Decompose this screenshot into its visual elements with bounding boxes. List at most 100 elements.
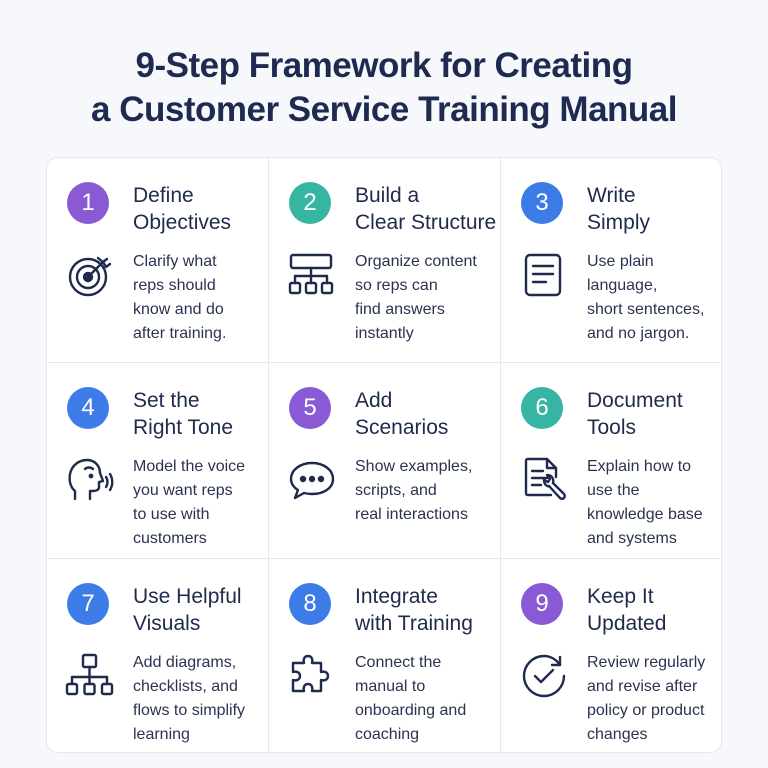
step-description-line: so reps can xyxy=(355,277,438,294)
step-description-line: customers xyxy=(133,530,207,547)
document-lines-icon xyxy=(519,250,569,300)
step-number-badge: 6 xyxy=(521,387,563,429)
step-description-line: Add diagrams, xyxy=(133,654,237,671)
step-number-badge: 3 xyxy=(521,182,563,224)
step-description-line: manual to xyxy=(355,678,426,695)
refresh-check-icon xyxy=(519,651,569,701)
step-title: Integrate with Training xyxy=(355,583,501,637)
step-description-line: Organize content xyxy=(355,253,477,270)
step-number-badge: 8 xyxy=(289,583,331,625)
chat-bubble-icon xyxy=(287,455,337,505)
step-description: Review regularly and revise after policy… xyxy=(587,651,721,747)
step-title-line: Updated xyxy=(587,612,667,635)
step-description: Show examples, scripts, and real interac… xyxy=(355,455,495,527)
step-title: Build a Clear Structure xyxy=(355,182,501,236)
step-description: Use plain language, short sentences, and… xyxy=(587,250,721,346)
step-card-2: 2 Build a Clear Structure Organize conte… xyxy=(269,158,501,363)
step-title-line: Use Helpful xyxy=(133,585,242,608)
step-title: Define Objectives xyxy=(133,182,279,236)
step-description-line: to use with xyxy=(133,506,210,523)
step-description-line: real interactions xyxy=(355,506,468,523)
step-title-line: Set the xyxy=(133,389,200,412)
step-title-line: Integrate xyxy=(355,585,438,608)
step-description: Organize content so reps can find answer… xyxy=(355,250,495,346)
step-card-4: 4 Set the Right Tone Model the voice you… xyxy=(47,363,269,559)
step-title: Document Tools xyxy=(587,387,721,441)
step-description-line: short sentences, xyxy=(587,301,705,318)
step-title-line: Simply xyxy=(587,211,651,234)
step-number-badge: 4 xyxy=(67,387,109,429)
step-description-line: flows to simplify xyxy=(133,702,246,719)
step-title: Set the Right Tone xyxy=(133,387,279,441)
step-card-1: 1 Define Objectives Clarify what reps sh… xyxy=(47,158,269,363)
step-description: Add diagrams, checklists, and flows to s… xyxy=(133,651,273,747)
step-title: Add Scenarios xyxy=(355,387,501,441)
step-title: Write Simply xyxy=(587,182,721,236)
step-description: Model the voice you want reps to use wit… xyxy=(133,455,273,551)
step-title-line: Objectives xyxy=(133,211,232,234)
step-title-line: Right Tone xyxy=(133,416,234,439)
step-description-line: after training. xyxy=(133,325,227,342)
step-card-8: 8 Integrate with Training Connect the ma… xyxy=(269,559,501,752)
step-title-line: Visuals xyxy=(133,612,201,635)
step-number-badge: 9 xyxy=(521,583,563,625)
step-title-line: Build a xyxy=(355,184,420,207)
step-description: Clarify what reps should know and do aft… xyxy=(133,250,273,346)
target-icon xyxy=(65,250,115,300)
step-title-line: with Training xyxy=(355,612,473,635)
page-title-line-2: a Customer Service Training Manual xyxy=(91,90,677,129)
step-title-line: Document xyxy=(587,389,683,412)
puzzle-piece-icon xyxy=(287,651,337,701)
step-description-line: Model the voice xyxy=(133,458,246,475)
step-description-line: instantly xyxy=(355,325,414,342)
step-description-line: Show examples, xyxy=(355,458,473,475)
speaking-head-icon xyxy=(65,455,115,505)
step-description-line: checklists, and xyxy=(133,678,238,695)
step-description-line: you want reps xyxy=(133,482,233,499)
step-description-line: Explain how to xyxy=(587,458,692,475)
step-number-badge: 5 xyxy=(289,387,331,429)
page-title-line-1: 9-Step Framework for Creating xyxy=(135,46,634,85)
step-card-7: 7 Use Helpful Visuals Add diagrams, chec… xyxy=(47,559,269,752)
step-number-badge: 7 xyxy=(67,583,109,625)
step-title-line: Tools xyxy=(587,416,637,439)
step-title-line: Scenarios xyxy=(355,416,449,439)
step-description-line: policy or product xyxy=(587,702,705,719)
step-description-line: language, xyxy=(587,277,658,294)
step-card-6: 6 Document Tools Explain how to use the … xyxy=(501,363,721,559)
step-title: Use Helpful Visuals xyxy=(133,583,279,637)
step-description-line: find answers xyxy=(355,301,445,318)
org-chart-icon xyxy=(287,250,337,300)
step-description: Connect the manual to onboarding and coa… xyxy=(355,651,495,747)
step-description-line: and systems xyxy=(587,530,677,547)
step-description-line: Use plain xyxy=(587,253,654,270)
document-wrench-icon xyxy=(519,455,569,505)
step-description-line: reps should xyxy=(133,277,216,294)
step-title-line: Write xyxy=(587,184,636,207)
flowchart-icon xyxy=(65,651,115,701)
step-title-line: Define xyxy=(133,184,194,207)
step-description-line: onboarding and xyxy=(355,702,467,719)
step-description-line: and no jargon. xyxy=(587,325,690,342)
step-description-line: learning xyxy=(133,726,190,743)
page-title: 9-Step Framework for Creating a Customer… xyxy=(0,44,768,132)
step-description-line: and revise after xyxy=(587,678,698,695)
step-title: Keep It Updated xyxy=(587,583,721,637)
step-description-line: Connect the xyxy=(355,654,442,671)
step-description-line: Review regularly xyxy=(587,654,706,671)
step-card-3: 3 Write Simply Use plain language, short… xyxy=(501,158,721,363)
step-description-line: knowledge base xyxy=(587,506,703,523)
step-title-line: Clear Structure xyxy=(355,211,497,234)
step-title-line: Add xyxy=(355,389,393,412)
step-title-line: Keep It xyxy=(587,585,654,608)
step-description-line: Clarify what xyxy=(133,253,217,270)
step-description-line: changes xyxy=(587,726,648,743)
step-description-line: coaching xyxy=(355,726,420,743)
step-number-badge: 1 xyxy=(67,182,109,224)
step-description-line: know and do xyxy=(133,301,224,318)
step-description: Explain how to use the knowledge base an… xyxy=(587,455,721,551)
step-description-line: use the xyxy=(587,482,640,499)
steps-grid: 1 Define Objectives Clarify what reps sh… xyxy=(46,157,722,753)
step-description-line: scripts, and xyxy=(355,482,437,499)
step-card-9: 9 Keep It Updated Review regularly and r… xyxy=(501,559,721,752)
